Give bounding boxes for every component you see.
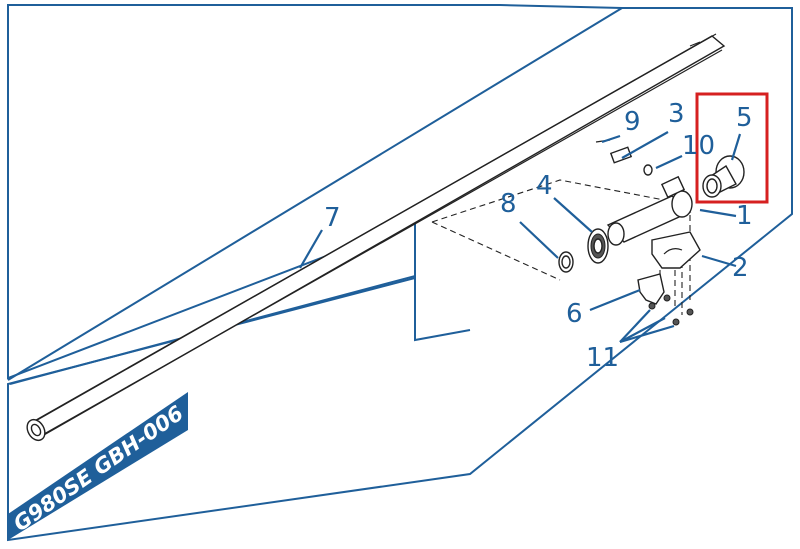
callout-10: 10 bbox=[682, 131, 715, 161]
callout-1: 1 bbox=[736, 201, 753, 231]
callout-8: 8 bbox=[500, 189, 517, 219]
callout-2: 2 bbox=[732, 253, 749, 283]
small-parts-3-9-10[interactable] bbox=[595, 139, 653, 176]
clip-part-6[interactable] bbox=[637, 273, 665, 305]
gear-ring-part-4[interactable] bbox=[587, 228, 609, 264]
panel-lower-edge bbox=[9, 274, 471, 385]
callout-6: 6 bbox=[566, 299, 583, 329]
o-ring-part-8[interactable] bbox=[558, 251, 574, 273]
callout-9: 9 bbox=[624, 107, 641, 137]
panel-upper-edge bbox=[7, 7, 623, 381]
callout-3: 3 bbox=[668, 99, 685, 129]
callout-5: 5 bbox=[736, 103, 753, 133]
leader-lines bbox=[299, 131, 742, 344]
screws-part-11[interactable] bbox=[648, 294, 694, 326]
callout-11: 11 bbox=[586, 343, 619, 373]
end-cap-part-5[interactable] bbox=[702, 155, 745, 198]
callout-4: 4 bbox=[536, 171, 553, 201]
barrel-tube-part-7[interactable] bbox=[24, 33, 726, 444]
callout-7: 7 bbox=[324, 203, 341, 233]
receiver-part-1[interactable] bbox=[606, 175, 693, 246]
mount-bracket-part-2[interactable] bbox=[651, 231, 701, 269]
highlight-box-part-5 bbox=[695, 92, 769, 204]
